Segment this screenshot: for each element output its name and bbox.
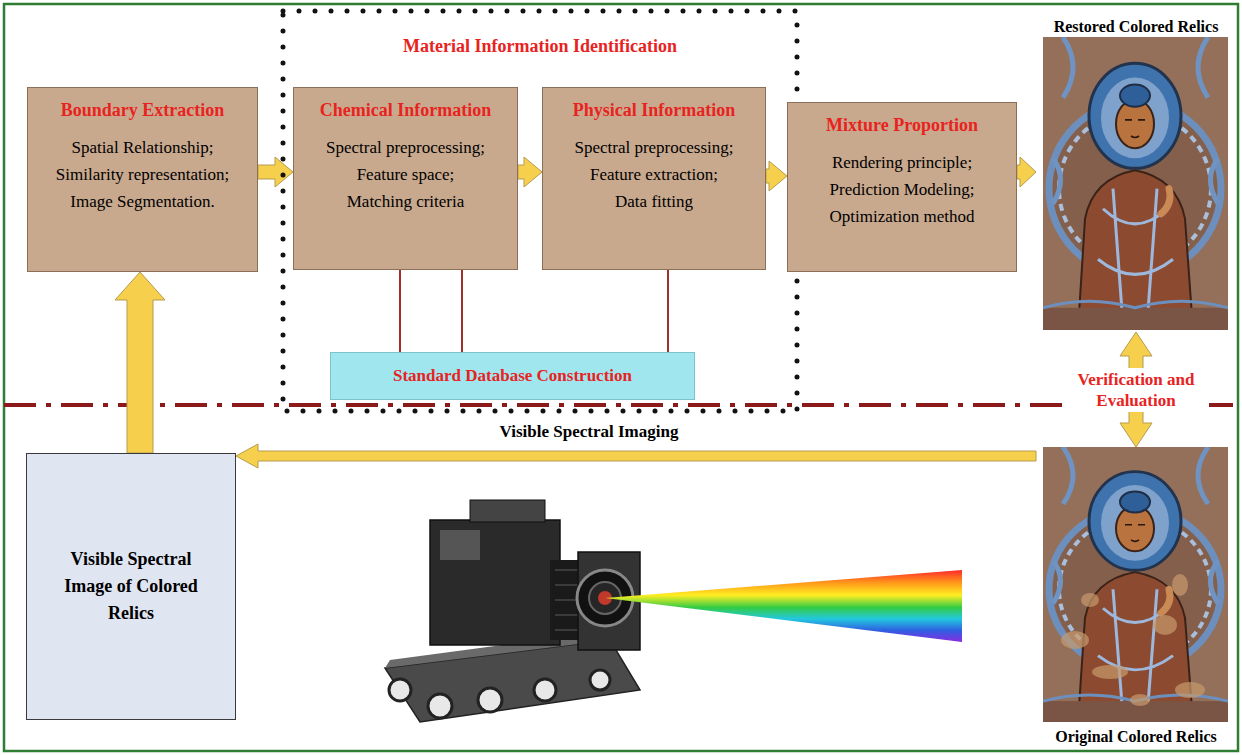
node-heading: Original Colored Relics	[1036, 727, 1236, 747]
link-line	[399, 270, 401, 352]
process-box: Mixture ProportionRendering principle; P…	[787, 102, 1017, 272]
node-heading: Standard Database Construction	[339, 365, 686, 387]
node-body: Spatial Relationship; Similarity represe…	[34, 134, 251, 215]
divider-line	[4, 403, 1238, 407]
process-box: Physical InformationSpectral preprocessi…	[542, 87, 766, 270]
block-arrow	[1017, 157, 1036, 187]
node-body: Spectral preprocessing; Feature extracti…	[549, 134, 759, 215]
outer-frame	[4, 4, 1238, 751]
edge-label-holder: Visible Spectral Imaging	[497, 420, 682, 443]
spectral-camera	[385, 500, 640, 722]
image-box: Visible Spectral Image of Colored Relics	[26, 453, 236, 720]
node-heading: Chemical Information	[300, 98, 511, 122]
node-body: Spectral preprocessing; Feature space; M…	[300, 134, 511, 215]
group-region: Material Information IdentificationChemi…	[280, 8, 800, 414]
text-line: Feature extraction;	[549, 161, 759, 188]
text-line: Prediction Modeling;	[794, 176, 1010, 203]
edge-label-holder: Verification and Evaluation	[1063, 368, 1209, 412]
text-line: Optimization method	[794, 203, 1010, 230]
node-body: Rendering principle; Prediction Modeling…	[794, 149, 1010, 230]
text-line: Spectral preprocessing;	[300, 134, 511, 161]
node-heading: Visible Spectral Image of Colored Relics	[47, 546, 215, 627]
block-arrow	[236, 444, 1036, 468]
node-heading: Boundary Extraction	[34, 98, 251, 122]
image-panel: Original Colored Relics	[1036, 447, 1236, 750]
block-arrow	[258, 157, 293, 187]
text-line: Spatial Relationship;	[34, 134, 251, 161]
original-relic-image	[1043, 447, 1228, 722]
block-arrow	[766, 161, 787, 191]
node-heading: Physical Information	[549, 98, 759, 122]
block-arrow	[115, 272, 165, 453]
link-line	[667, 270, 669, 352]
restored-relic-image	[1043, 37, 1228, 330]
process-box: Chemical InformationSpectral preprocessi…	[293, 87, 518, 270]
text-line: Rendering principle;	[794, 149, 1010, 176]
process-box: Boundary ExtractionSpatial Relationship;…	[27, 87, 258, 272]
text-line: Feature space;	[300, 161, 511, 188]
text-line: Matching criteria	[300, 188, 511, 215]
dotted-border	[283, 11, 797, 411]
light-beam	[605, 570, 962, 642]
link-line	[461, 270, 463, 352]
text-line: Image Segmentation.	[34, 188, 251, 215]
database-box: Standard Database Construction	[330, 352, 695, 400]
text-line: Similarity representation;	[34, 161, 251, 188]
image-panel: Restored Colored Relics	[1036, 8, 1236, 332]
edge-label: Visible Spectral Imaging	[497, 420, 682, 443]
edge-label: Verification and Evaluation	[1063, 368, 1209, 412]
block-arrow	[518, 157, 542, 187]
node-heading: Material Information Identification	[280, 34, 800, 58]
text-line: Spectral preprocessing;	[549, 134, 759, 161]
node-heading: Mixture Proportion	[794, 113, 1010, 137]
text-line: Data fitting	[549, 188, 759, 215]
node-heading: Restored Colored Relics	[1036, 17, 1236, 37]
